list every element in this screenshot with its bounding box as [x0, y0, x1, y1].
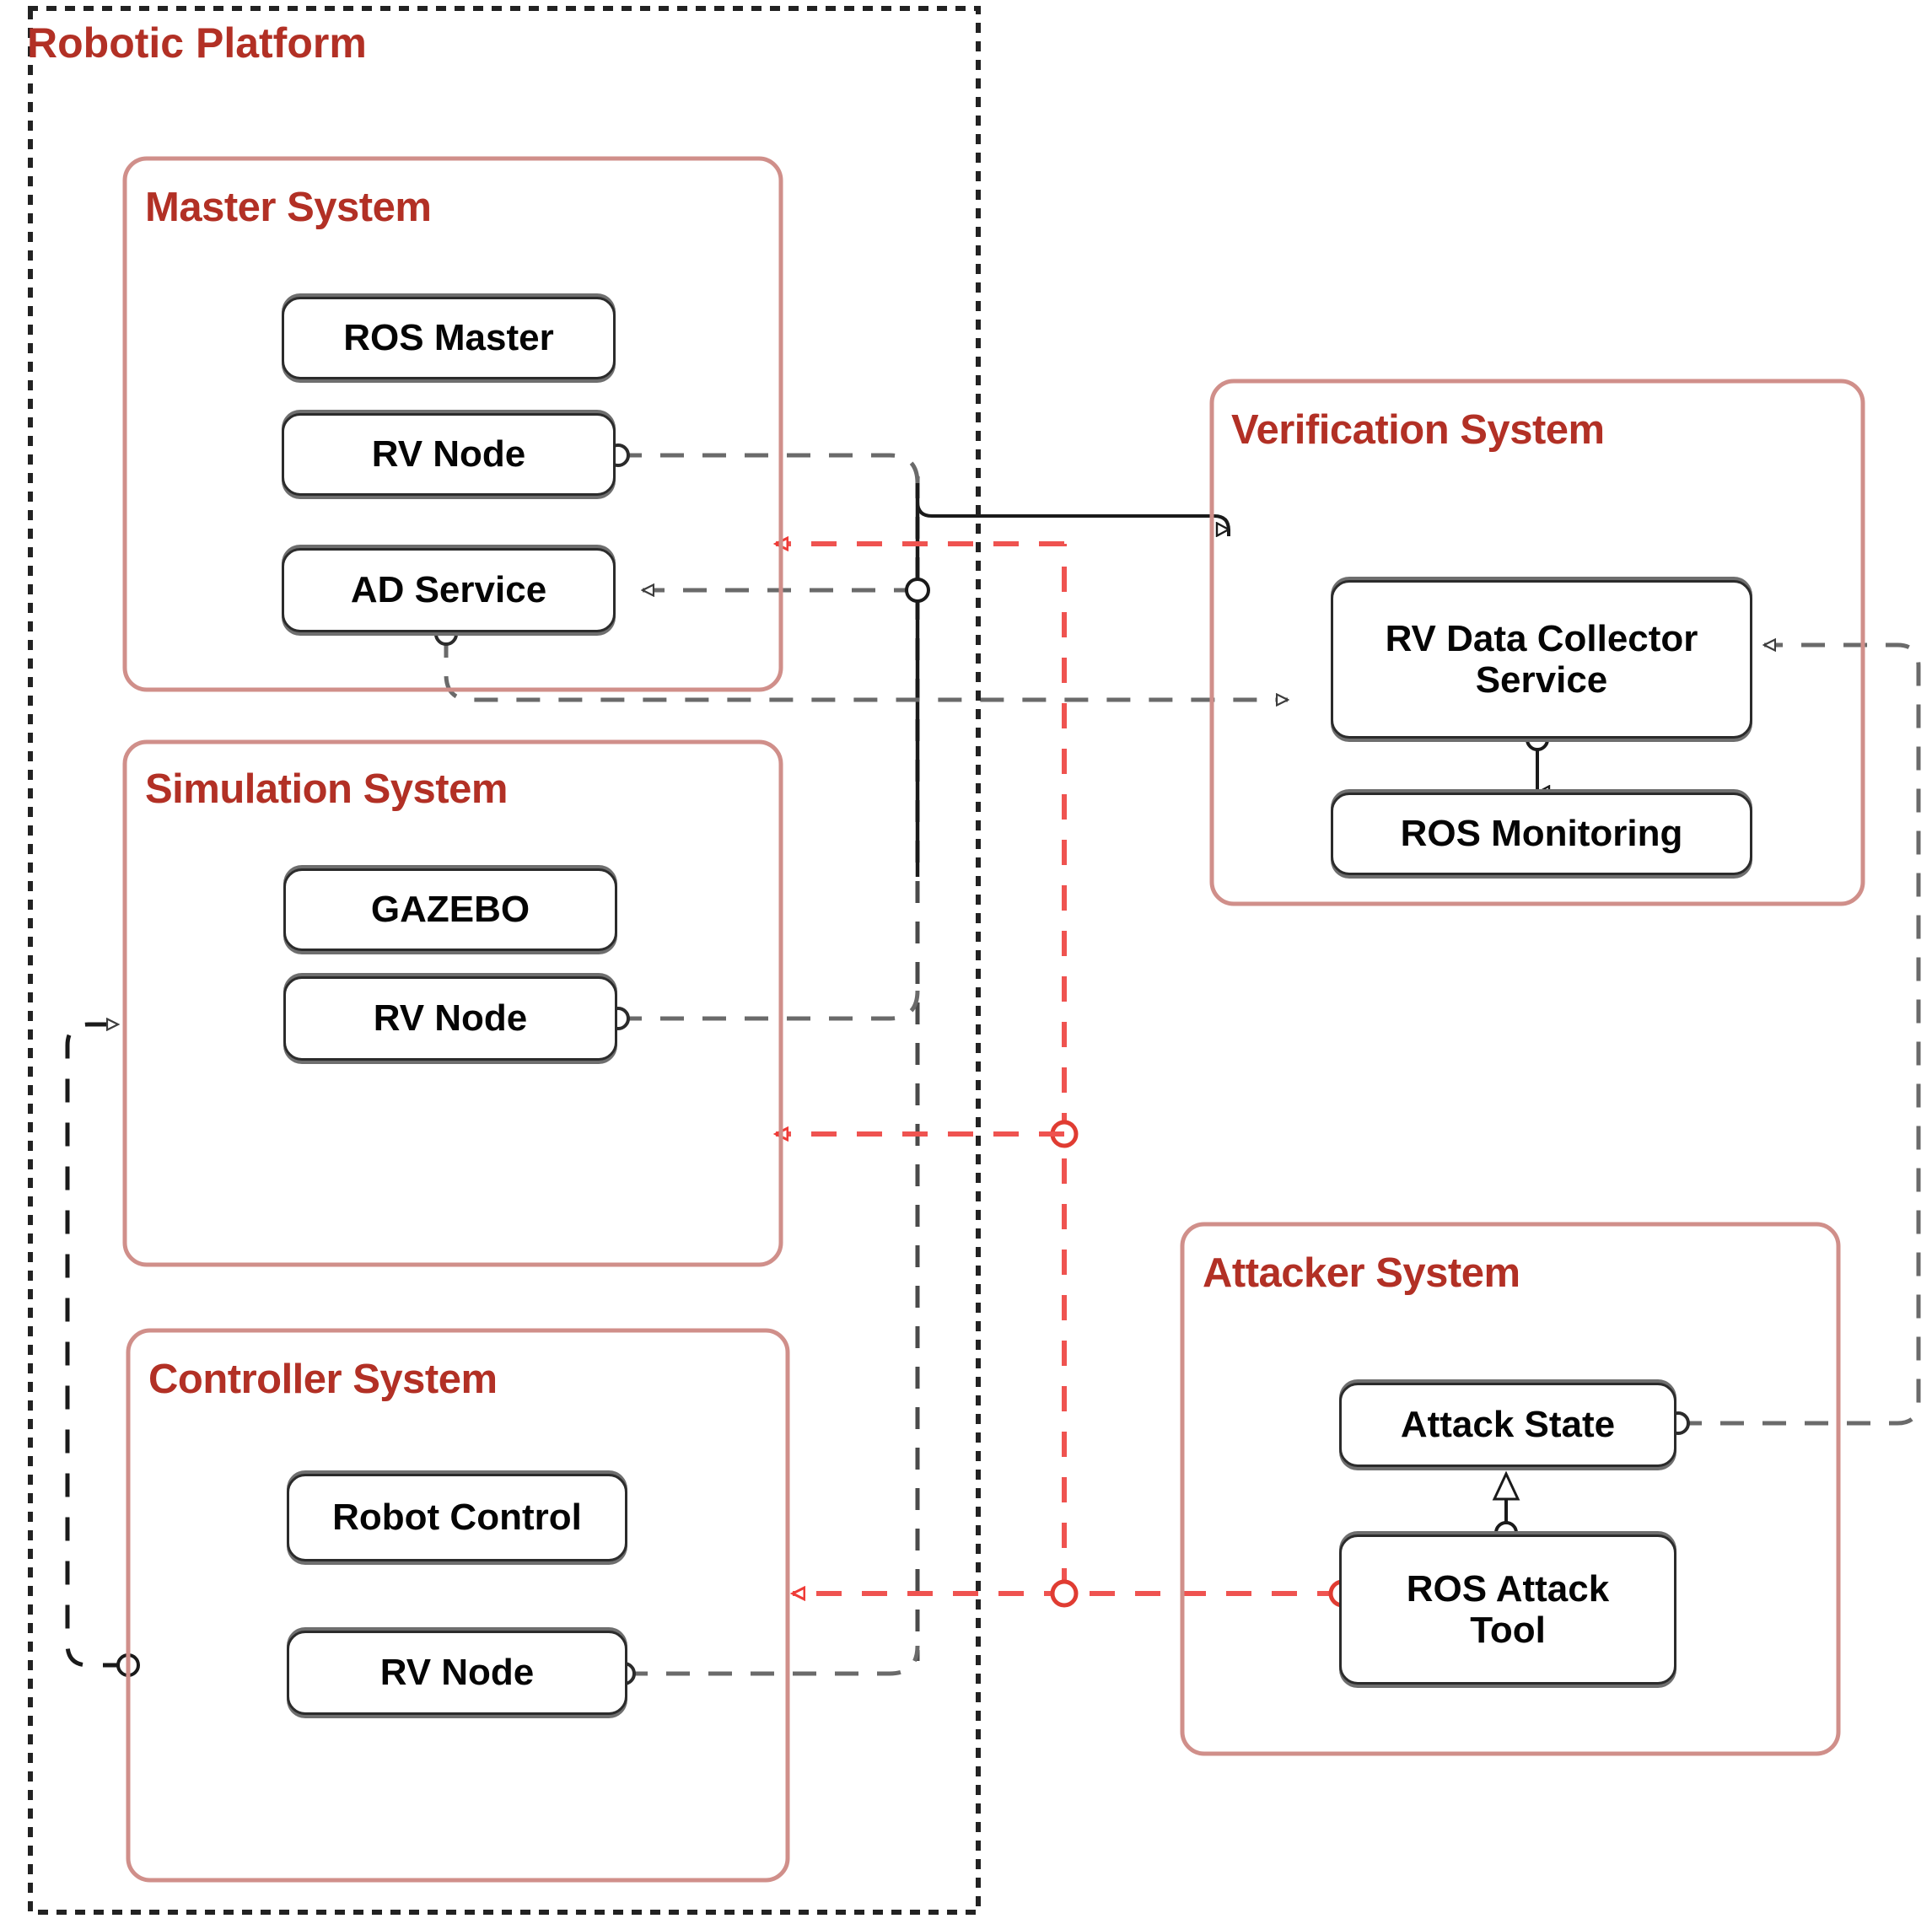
node-rv-data-collector-service[interactable]: RV Data Collector Service: [1331, 580, 1752, 739]
attack-flow-riser: [1050, 544, 1079, 1608]
node-ros-attack-tool-label-line1: ROS Attack: [1406, 1567, 1610, 1610]
node-gazebo[interactable]: GAZEBO: [283, 868, 617, 951]
connection-collector-to-ad-service: [643, 578, 930, 603]
node-robot-control-label: Robot Control: [332, 1497, 582, 1539]
node-simulation-rv-node[interactable]: RV Node: [283, 976, 617, 1061]
connection-collector-to-ros-monitoring: [1526, 728, 1547, 793]
master-system-title: Master System: [145, 185, 432, 230]
verification-system-frame: [1209, 379, 1865, 906]
robotic-platform-title: Robotic Platform: [27, 19, 367, 67]
controller-system-title: Controller System: [148, 1357, 498, 1402]
node-ros-master-label: ROS Master: [343, 317, 554, 359]
connection-controller-rv-node-to-collector: [612, 1645, 920, 1685]
node-rv-data-collector-service-label-line2: Service: [1475, 659, 1608, 701]
node-master-rv-node[interactable]: RV Node: [282, 413, 616, 496]
connection-attack-state-to-collector: [1666, 645, 1921, 1435]
node-attack-state-label: Attack State: [1400, 1404, 1616, 1446]
connection-ad-service-to-rv-collector-control: [916, 476, 1230, 536]
master-system-frame: [122, 156, 783, 692]
controller-system-frame: [126, 1328, 790, 1883]
node-ad-service[interactable]: AD Service: [282, 548, 616, 632]
node-gazebo-label: GAZEBO: [370, 889, 530, 931]
node-controller-rv-node[interactable]: RV Node: [287, 1631, 627, 1715]
node-ros-master[interactable]: ROS Master: [282, 297, 616, 379]
verification-system-title: Verification System: [1231, 407, 1605, 453]
node-master-rv-node-label: RV Node: [371, 433, 526, 476]
node-ros-monitoring[interactable]: ROS Monitoring: [1331, 793, 1752, 875]
node-simulation-rv-node-label: RV Node: [373, 997, 528, 1040]
node-controller-rv-node-label: RV Node: [379, 1652, 535, 1694]
node-ad-service-label: AD Service: [350, 569, 547, 611]
node-ros-attack-tool[interactable]: ROS Attack Tool: [1339, 1534, 1676, 1685]
node-attack-state[interactable]: Attack State: [1339, 1383, 1676, 1467]
connection-simulation-rv-node-to-collector: [606, 990, 920, 1030]
simulation-system-frame: [122, 739, 783, 1267]
node-ros-monitoring-label: ROS Monitoring: [1400, 813, 1683, 855]
node-rv-data-collector-service-label-line1: RV Data Collector: [1385, 617, 1698, 659]
node-ros-attack-tool-label-line2: Tool: [1470, 1610, 1546, 1651]
robotic-platform-frame: [28, 6, 981, 1915]
connection-master-rv-node-to-collector: [606, 443, 920, 484]
connection-attack-tool-to-attack-state: [1492, 1470, 1520, 1545]
attacker-system-frame: [1180, 1222, 1841, 1756]
node-robot-control[interactable]: Robot Control: [287, 1474, 627, 1561]
simulation-system-title: Simulation System: [145, 766, 508, 812]
attacker-system-title: Attacker System: [1203, 1250, 1520, 1296]
